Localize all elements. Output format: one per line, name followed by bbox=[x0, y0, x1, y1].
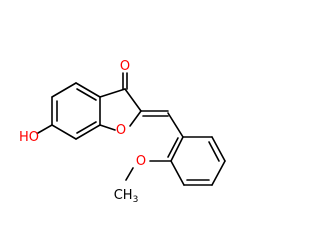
molecule-structure: O O HO O CH3 bbox=[19, 59, 226, 205]
atom-labels: O O HO O CH3 bbox=[19, 59, 146, 205]
bond bbox=[211, 160, 226, 186]
bond bbox=[170, 136, 184, 162]
methyl-carbon-label: CH bbox=[114, 188, 133, 203]
bond bbox=[51, 124, 77, 140]
bonds bbox=[37, 72, 226, 186]
bond bbox=[99, 124, 116, 131]
bond bbox=[125, 167, 134, 181]
structure-canvas: O O HO O CH3 bbox=[18, 59, 226, 205]
bond bbox=[208, 141, 220, 162]
bond bbox=[75, 82, 101, 98]
methoxy-oxygen-label: O bbox=[136, 154, 146, 169]
bond bbox=[129, 110, 142, 127]
bond bbox=[99, 88, 126, 98]
bond bbox=[75, 124, 101, 140]
bond bbox=[167, 112, 184, 138]
methyl-subscript-label: 3 bbox=[133, 195, 139, 205]
bond bbox=[51, 82, 77, 98]
ring-oxygen-label: O bbox=[116, 123, 126, 138]
bond bbox=[211, 136, 226, 162]
bond bbox=[76, 88, 97, 101]
bond bbox=[170, 160, 185, 186]
hydroxyl-label: HO bbox=[19, 130, 39, 145]
bond bbox=[76, 121, 97, 134]
carbonyl-oxygen-label: O bbox=[120, 59, 130, 74]
bond bbox=[167, 137, 179, 158]
methyl-label: CH3 bbox=[114, 188, 139, 205]
bond bbox=[37, 124, 53, 134]
bond bbox=[124, 88, 142, 112]
